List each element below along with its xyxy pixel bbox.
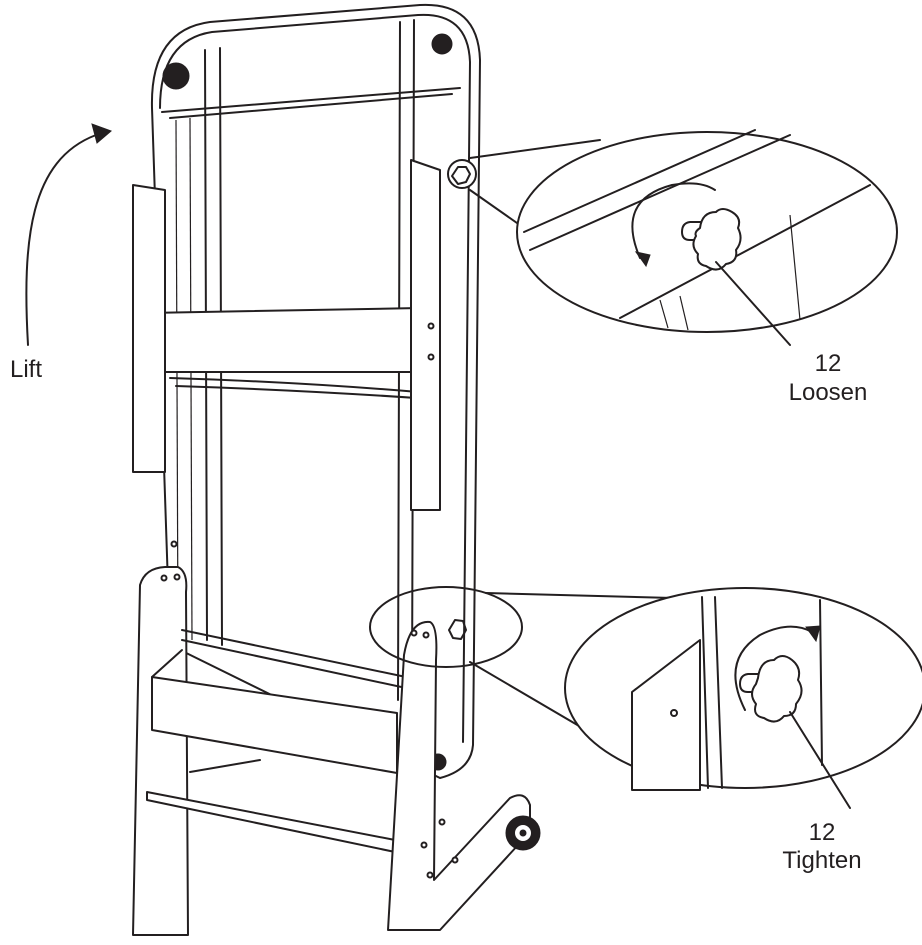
right-upright	[387, 620, 531, 931]
callout-top-action: Loosen	[788, 379, 868, 406]
lift-arrow	[25, 123, 112, 346]
callout-tighten	[369, 586, 922, 809]
corner-bumper	[431, 33, 453, 55]
knob-12-upper	[447, 159, 477, 189]
lift-label: Lift	[10, 356, 43, 383]
knob-12-lower	[448, 619, 467, 640]
left-upright	[132, 566, 189, 936]
wheel	[505, 815, 541, 851]
callout-bottom-number: 12	[808, 819, 836, 846]
front-panel	[146, 629, 407, 853]
callout-loosen	[469, 129, 898, 346]
table-top-panel	[132, 3, 481, 779]
callout-top-number: 12	[814, 350, 842, 377]
corner-bumper	[162, 62, 190, 90]
callout-bottom-action: Tighten	[782, 847, 862, 874]
